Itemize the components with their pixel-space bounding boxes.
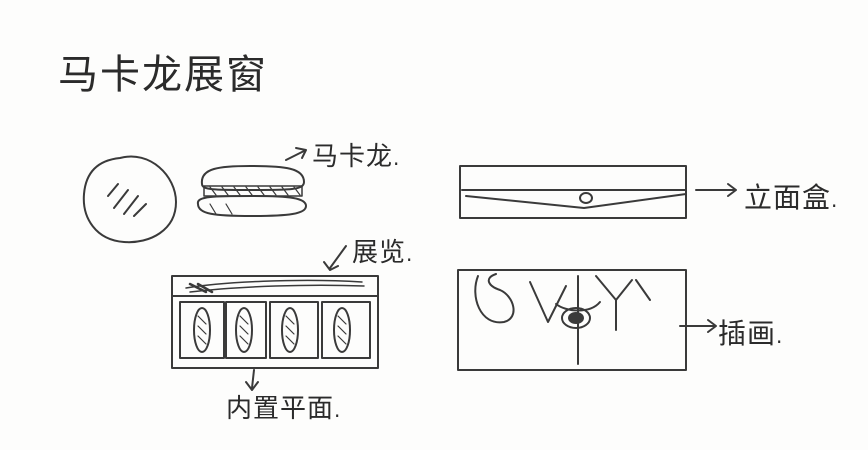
label-display-text: 展览 [352,238,407,268]
label-macaron: 马卡龙. [312,136,400,173]
label-illustration: 插画. [718,312,783,352]
label-elevation-box: 立面盒. [744,176,838,216]
label-dot: . [334,398,342,422]
label-builtin-plane-text: 内置平面 [226,394,335,424]
label-builtin-plane: 内置平面. [226,388,341,425]
macaron-sketch [196,147,307,217]
label-dot: . [393,146,401,170]
label-dot: . [406,242,414,266]
label-macaron-text: 马卡龙 [312,142,394,172]
label-dot: . [831,188,839,212]
label-dot: . [776,324,784,348]
label-display: 展览. [352,232,413,269]
label-illustration-text: 插画 [718,317,777,350]
round-plate-sketch [82,155,177,244]
elevation-box-sketch [459,165,737,219]
sketch-title: 马卡龙展窗 [58,52,268,98]
display-box-sketch [171,245,379,391]
illustration-box-sketch [457,269,717,371]
label-elevation-box-text: 立面盒 [744,181,832,214]
